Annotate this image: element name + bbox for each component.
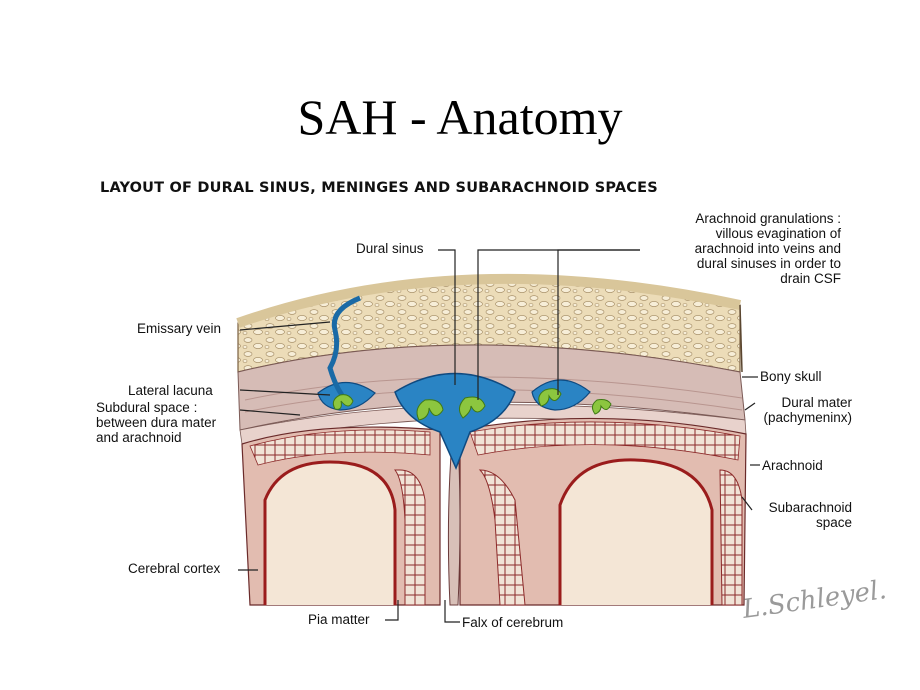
arachnoid-granulations bbox=[332, 388, 612, 421]
bony-skull-layer bbox=[236, 273, 743, 373]
label-emissary-vein: Emissary vein bbox=[137, 321, 222, 336]
label-arachnoid: Arachnoid bbox=[762, 458, 823, 473]
cerebral-cortex bbox=[241, 417, 747, 606]
label-bony-skull: Bony skull bbox=[760, 369, 822, 384]
label-dural-sinus: Dural sinus bbox=[356, 241, 424, 256]
slide-title: SAH - Anatomy bbox=[297, 89, 623, 145]
label-lateral-lacuna: Lateral lacuna bbox=[128, 383, 213, 398]
label-subdural-space: Subdural space : between dura mater and … bbox=[96, 400, 217, 445]
falx-of-cerebrum bbox=[447, 439, 461, 606]
label-subarachnoid-space: Subarachnoid space bbox=[768, 500, 852, 530]
label-dural-mater: Dural mater (pachymeninx) bbox=[763, 395, 852, 425]
label-falx-of-cerebrum: Falx of cerebrum bbox=[462, 615, 564, 630]
label-arachnoid-granulations: Arachnoid granulations : villous evagina… bbox=[694, 211, 841, 286]
figure-heading: LAYOUT OF DURAL SINUS, MENINGES AND SUBA… bbox=[100, 180, 658, 196]
label-pia-matter: Pia matter bbox=[308, 612, 370, 627]
emissary-vein bbox=[327, 295, 361, 397]
leader-lines bbox=[238, 249, 760, 623]
label-cerebral-cortex: Cerebral cortex bbox=[128, 561, 221, 576]
